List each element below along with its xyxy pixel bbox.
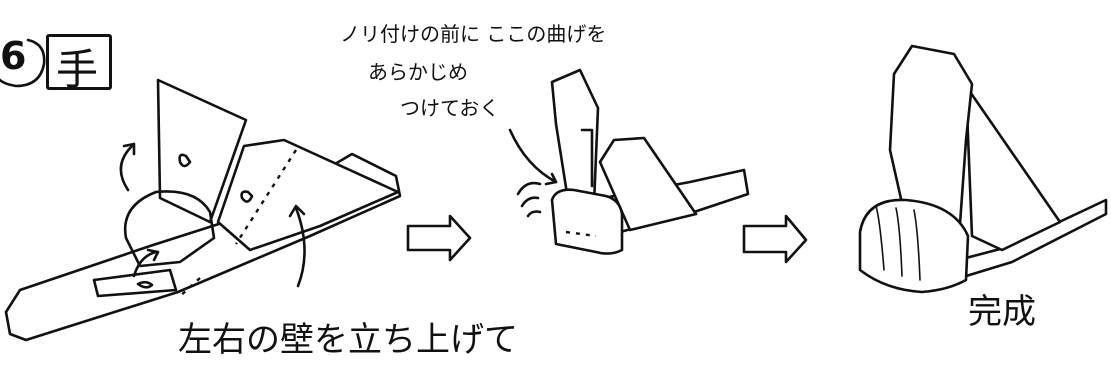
step-title: 手 [56, 45, 99, 94]
pad-front [858, 198, 970, 294]
side-wall [964, 84, 1062, 252]
left-wall [156, 78, 248, 224]
pre-bend-note-line-1: ノリ付けの前に ここの曲げを [340, 22, 607, 46]
right-wall [216, 138, 400, 252]
motion-lines-icon [516, 181, 542, 196]
step-title-box [46, 34, 112, 90]
curved-arrow-icon [294, 206, 306, 288]
figure-pre-bend [508, 68, 750, 255]
raise-walls-caption: 左右の壁を立ち上げて [178, 320, 518, 360]
figure-complete [858, 44, 1108, 294]
step-number-circle [0, 38, 46, 88]
complete-caption: 完成 [968, 292, 1036, 332]
tab-strip [92, 268, 178, 298]
fold-line [234, 149, 298, 245]
bent-pad [550, 188, 624, 255]
figure-raising-walls [4, 78, 402, 342]
slot [580, 128, 594, 188]
pre-bend-note-line-2: あらかじめ [368, 60, 468, 84]
tab-hole [136, 280, 154, 289]
hole-right [240, 190, 254, 203]
curved-arrow-icon [119, 144, 134, 192]
curved-arrow-icon [132, 250, 158, 278]
pre-bend-note-line-3: つけておく [400, 96, 500, 120]
hollow-right-arrow-icon [406, 214, 472, 262]
upright-wall [888, 44, 974, 228]
hole-left [178, 153, 192, 168]
hollow-right-arrow-icon [742, 214, 808, 264]
step-number: 6 [0, 34, 27, 78]
note-pointer [508, 128, 558, 184]
base-strip [4, 152, 402, 342]
side-wall [598, 136, 698, 232]
pad-crease [875, 205, 885, 271]
rounded-pad [123, 190, 216, 268]
